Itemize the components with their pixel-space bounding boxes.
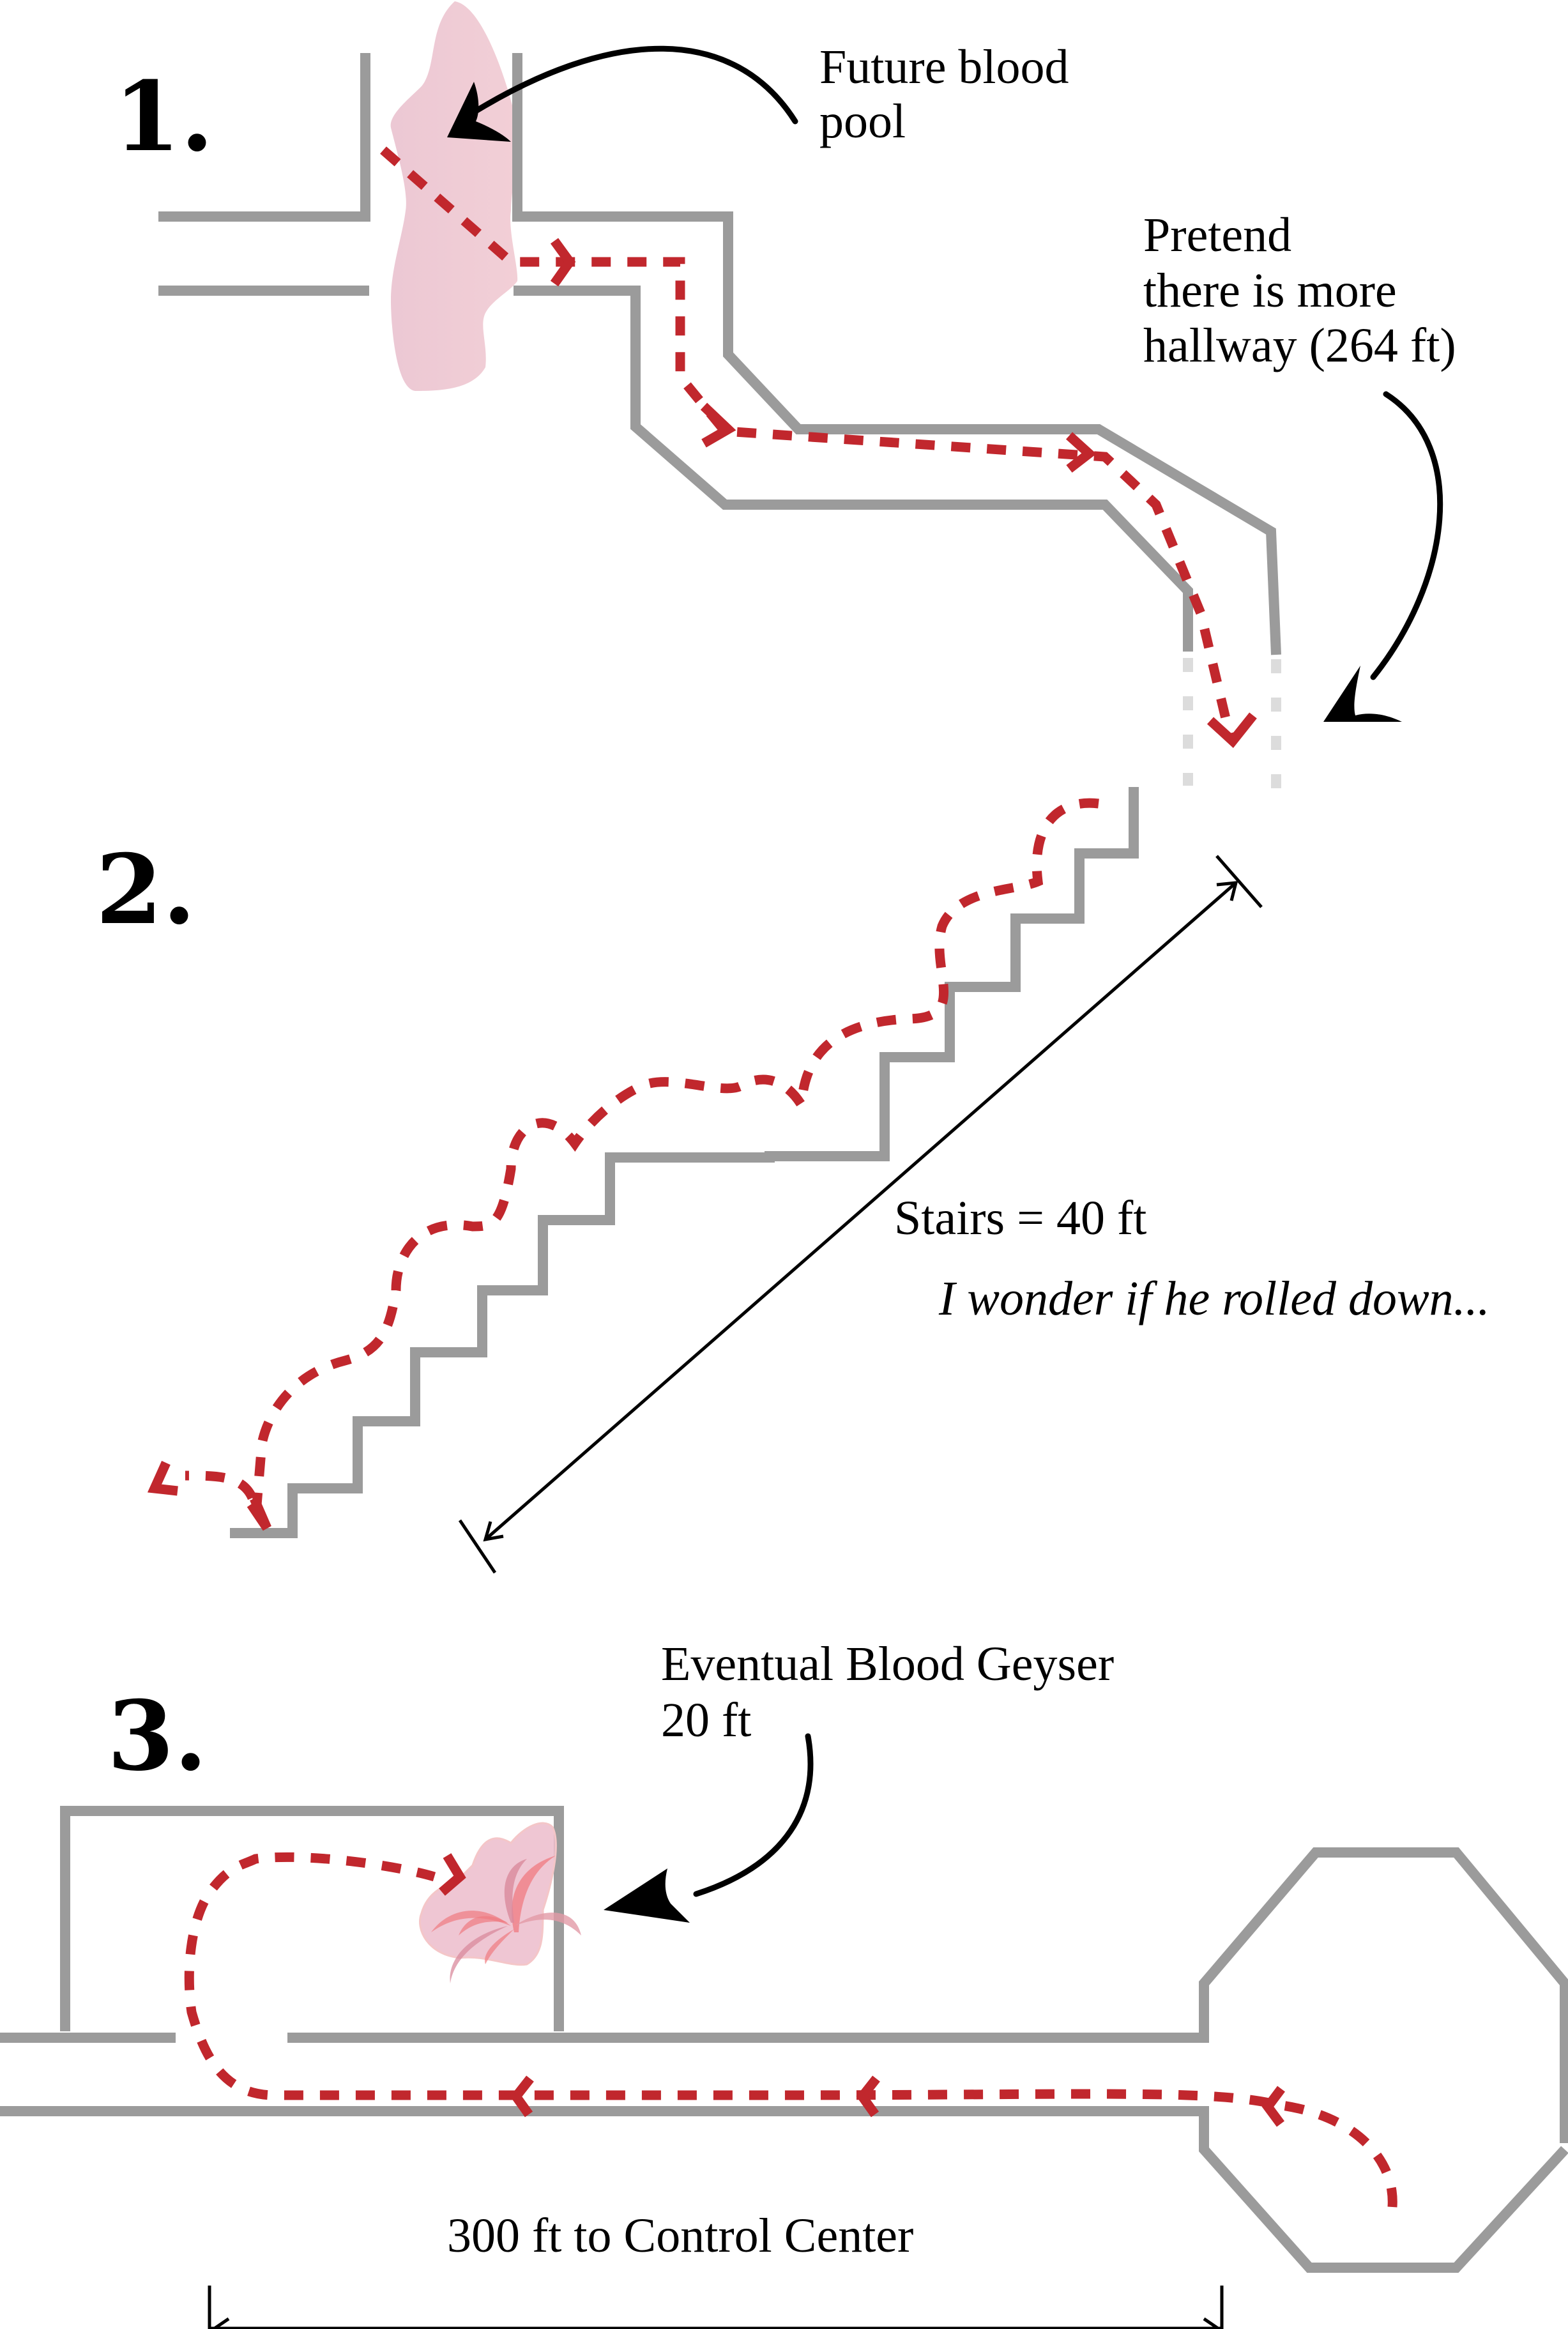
stairs-comment: I wonder if he rolled down... [938, 1272, 1490, 1325]
distance-dimension-line [208, 2286, 1224, 2329]
arrowhead-icon [700, 402, 736, 448]
geyser-label-line2: 20 ft [661, 1693, 751, 1747]
pointer-arrow-blood-pool [466, 45, 798, 125]
distance-label: 300 ft to Control Center [447, 2209, 913, 2263]
arrowhead-icon [147, 1460, 178, 1496]
geyser-label-line1: Eventual Blood Geyser [661, 1637, 1114, 1691]
panel-2: 2. Stairs = 40 ft I wonder if he rolled … [96, 787, 1490, 1574]
hallway-walls [158, 53, 1281, 795]
panel-1: 1. Future blood pool Pretend there is mo… [114, 1, 1456, 795]
arrowhead-icon [447, 82, 511, 142]
route-path-3 [184, 1852, 1397, 2208]
panel-2-number: 2. [96, 834, 196, 946]
arrowhead-icon [856, 2075, 880, 2118]
blood-pool [390, 1, 518, 391]
arrowhead-icon [247, 1497, 271, 1531]
building-walls [0, 1806, 1568, 2273]
stairs-length-label: Stairs = 40 ft [894, 1191, 1146, 1245]
route-path-2-tail [185, 1470, 257, 1500]
arrowhead-icon [510, 2075, 534, 2118]
hallway-label-line3: hallway (264 ft) [1143, 319, 1456, 372]
blood-geyser [419, 1822, 581, 1983]
panel-3: 3. [0, 1637, 1568, 2329]
stairs-dimension-line [458, 855, 1263, 1574]
route-path-2 [250, 798, 1099, 1521]
arrowhead-icon [550, 238, 576, 287]
panel-3-number: 3. [107, 1680, 208, 1792]
pointer-arrow-geyser [693, 1733, 814, 1897]
panel-1-number: 1. [114, 61, 214, 173]
arrowhead-icon [439, 1853, 466, 1896]
arrowhead-icon [1261, 2086, 1285, 2127]
pointer-arrow-hallway [1370, 391, 1443, 680]
staircase [230, 787, 1139, 1538]
arrowhead-icon [1065, 432, 1097, 473]
arrowhead-icon [1323, 666, 1402, 722]
hallway-label-line2: there is more [1143, 264, 1397, 317]
hallway-label-line1: Pretend [1143, 208, 1291, 262]
blood-pool-label-line1: Future blood [819, 40, 1069, 94]
arrowhead-icon [1206, 712, 1257, 748]
blood-pool-label-line2: pool [819, 95, 906, 148]
arrowhead-icon [604, 1868, 690, 1923]
